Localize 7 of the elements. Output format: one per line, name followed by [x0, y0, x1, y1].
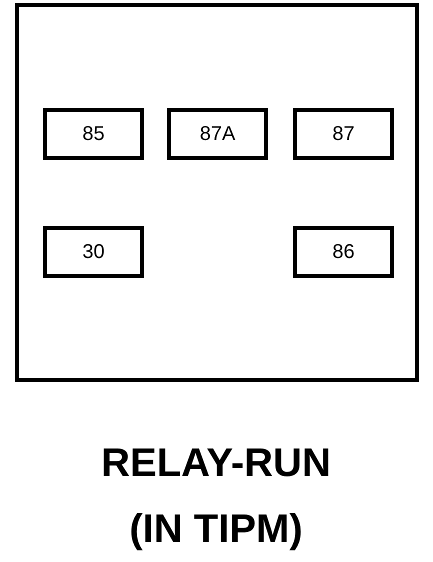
relay-socket-outline	[15, 3, 419, 382]
terminal-slot: 87	[293, 108, 394, 160]
terminal-slot: 86	[293, 226, 394, 278]
terminal-slot: 30	[43, 226, 144, 278]
caption: RELAY-RUN (IN TIPM)	[100, 440, 332, 553]
terminal-slot: 87A	[167, 108, 268, 160]
terminal-slot: 85	[43, 108, 144, 160]
